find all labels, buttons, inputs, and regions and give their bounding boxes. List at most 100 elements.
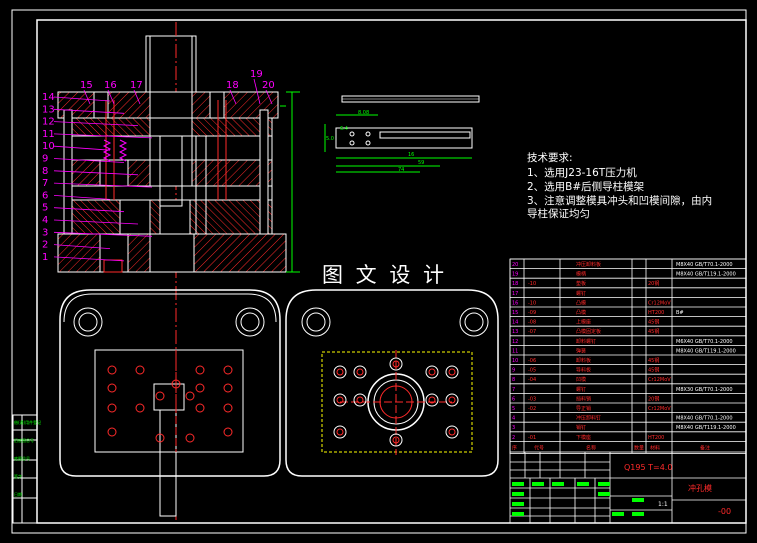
plan-hole-inner [356,396,364,404]
plan-hole [107,403,117,413]
requirement-line-3: 3、注意调整模具冲头和凹模间隙，由内 [527,195,713,207]
plan-hole [333,393,347,407]
lower-plan-view [285,289,499,477]
left-stamp-label: 借(通)用件登记 [14,419,41,425]
bom-row-no: 15 [512,310,518,316]
bom-header-name: 名称 [586,444,596,451]
bom-row-no: 17 [512,291,518,297]
plan-hole-inner [356,368,364,376]
requirement-line-4: 导柱保证均匀 [527,208,590,220]
callout-leader [229,89,237,105]
title-scale: 1:1 [658,501,668,508]
bom-row-no: 3 [512,425,515,431]
plan-hole [333,425,347,439]
callout-number: 11 [42,129,55,140]
plan-hole [195,403,205,413]
callout-leader [53,145,111,151]
upper-plan-holes [107,365,233,443]
bom-row-code: -07 [528,329,536,335]
bom-row-note: M8X40 GB/T70.1-2000 [676,262,733,268]
plan-hole [223,383,233,393]
bom-row-code: -08 [528,320,536,326]
callout-number: 1 [42,252,48,263]
requirement-line-2: 2、选用B#后侧导柱模架 [527,181,645,193]
plan-hole [425,365,439,379]
title-block-mark [632,512,644,516]
plan-hole [333,365,347,379]
callout-number: 8 [42,166,48,177]
callout-leader [253,78,261,105]
bom-row-name: 凸模 [576,309,586,316]
callout-leader [53,170,139,176]
bom-row-name: 螺钉 [576,386,586,393]
die-shank [145,35,197,93]
bom-row-code: -10 [528,300,536,306]
bom-row-name: 导料板 [576,367,591,374]
plan-hole [135,403,145,413]
plan-hole [195,383,205,393]
bom-row-code: -02 [528,406,536,412]
callout-leader [265,89,273,105]
bom-row-no: 2 [512,435,515,441]
callout-leader [53,231,153,237]
bom-row-code: -04 [528,377,536,383]
plan-hole-inner [336,396,344,404]
callout-leader [107,89,115,105]
bom-row-material: HT200 [648,310,664,316]
callout-leader [83,89,91,105]
strip-dim-label: 5.0 [326,136,334,142]
plan-hole [223,403,233,413]
bom-row-name: 凸模 [576,299,586,306]
bom-row-code: -06 [528,358,536,364]
plan-hole [425,393,439,407]
title-block-mark [512,482,524,486]
bom-row-code: -05 [528,368,536,374]
callout-number: 4 [42,215,48,226]
die-block [65,185,273,201]
title-block-mark [598,492,610,496]
bom-row-no: 9 [512,368,515,374]
bom-row-note: B# [676,310,684,316]
plan-hole [223,365,233,375]
strip-dim-label: 16 [408,152,414,158]
bom-row-code: -03 [528,396,536,402]
bom-row-no: 11 [512,348,518,354]
bom-row-name: 销钉 [576,424,586,431]
callout-number: 12 [42,117,55,128]
bom-row-no: 20 [512,262,518,268]
title-block-mark [512,512,524,516]
bom-row-material: Cr12MoV [648,406,671,412]
plan-hole [107,427,117,437]
bom-row-name: 冲压卸料板 [576,261,601,268]
bom-row-material: 45钢 [648,328,659,335]
callout-number: 6 [42,190,48,201]
bom-row-code: -01 [528,435,536,441]
strip-dim-label: 59 [418,160,424,166]
callout-number: 17 [130,80,143,91]
callout-leader [53,133,153,139]
bom-row-no: 10 [512,358,518,364]
bom-row-name: 冲压卸料钉 [576,415,601,422]
bom-row-name: 挡料销 [576,395,591,402]
bom-row-name: 模柄 [576,271,586,278]
requirements-title: 技术要求: [527,152,573,164]
bom-header-qty: 数量 [634,444,644,451]
plan-hole-inner [392,436,400,444]
plan-hole [445,365,459,379]
bom-row-no: 5 [512,406,515,412]
requirement-line-1: 1、选用J23-16T压力机 [527,167,637,179]
bom-row-no: 19 [512,272,518,278]
title-block-mark [577,482,589,486]
callout-leader [133,89,141,105]
bom-row-no: 8 [512,377,515,383]
plan-hole-inner [336,368,344,376]
left-stamp-label: 签字 [14,473,22,479]
callout-number: 3 [42,227,48,238]
title-block-mark [632,498,644,502]
bom-row-name: 弹簧 [576,347,586,354]
plan-hole-inner [448,396,456,404]
bom-row-material: 20钢 [648,280,659,287]
bom-row-material: Cr12MoV [648,377,671,383]
plan-hole-inner [428,396,436,404]
